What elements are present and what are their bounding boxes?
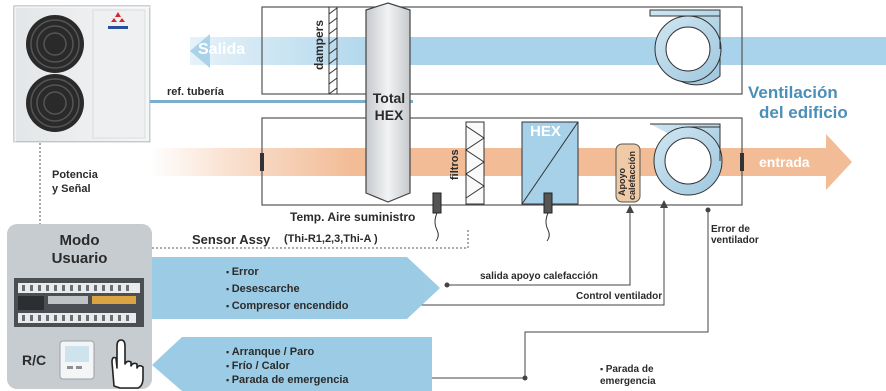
input-item-frio-calor: Frío / Calor — [226, 360, 290, 372]
entrada-label: entrada — [759, 154, 810, 170]
potencia-label-1: Potencia — [52, 169, 98, 181]
temp-sensor-1 — [432, 192, 442, 242]
control-lines — [372, 202, 709, 379]
potencia-label-2: y Señal — [52, 183, 91, 195]
dampers-label: dampers — [312, 19, 326, 70]
input-item-parada: Parada de emergencia — [226, 374, 349, 386]
user-panel-title-1: Modo — [59, 232, 100, 249]
exhaust-arrow-head — [190, 34, 210, 68]
salida-apoyo-label: salida apoyo calefacción — [480, 271, 598, 282]
total-hex-core — [365, 2, 411, 203]
salida-label: Salida — [198, 41, 246, 58]
refrigerant-pipe — [150, 100, 413, 103]
rc-label: R/C — [22, 352, 47, 368]
temp-sensor-2 — [543, 192, 553, 242]
input-item-arranque: Arranque / Paro — [226, 346, 315, 358]
error-ventilador-label-1: Error de — [711, 224, 750, 235]
control-ventilador-label: Control ventilador — [576, 291, 663, 302]
ventilacion-label-2: del edificio — [759, 103, 848, 122]
error-ventilador-label-2: ventilador — [711, 235, 759, 246]
ventilacion-label-1: Ventilación — [748, 83, 838, 102]
remote-controller-icon — [59, 340, 95, 380]
ref-tuberia-label: ref. tubería — [167, 86, 224, 98]
filters — [465, 121, 485, 205]
heater-box — [615, 143, 641, 203]
total-hex-label-2: HEX — [374, 107, 404, 123]
sensor-assy-label: Sensor Assy — [192, 232, 271, 247]
apoyo-label-1: Apoyo — [617, 168, 627, 196]
dampers-hatch — [328, 7, 338, 95]
hand-pointer-icon — [111, 339, 144, 389]
outdoor-unit — [13, 5, 152, 144]
controller-board — [14, 278, 144, 327]
apoyo-label-2: calefacción — [627, 150, 637, 200]
exhaust-airflow — [190, 37, 886, 65]
output-item-error: Error — [226, 266, 259, 278]
output-item-compresor: Compresor encendido — [226, 300, 349, 312]
temp-aire-label: Temp. Aire suministro — [290, 210, 416, 224]
sensor-assy-detail: (Thi-R1,2,3,Thi-A ) — [284, 233, 378, 245]
exhaust-fan-icon — [649, 9, 722, 86]
parada-emergencia-label-1: Parada de — [600, 364, 654, 375]
hex-coil — [521, 121, 579, 205]
input-signals-arrow — [152, 337, 432, 391]
parada-emergencia-label-2: emergencia — [600, 376, 656, 387]
supply-fan-icon — [650, 123, 723, 196]
exhaust-section-box — [261, 6, 743, 95]
signal-dotted-lines — [39, 143, 469, 249]
hex-label: HEX — [530, 123, 561, 140]
filtros-label: filtros — [449, 149, 461, 180]
user-panel-title-2: Usuario — [51, 250, 108, 267]
output-item-desescarche: Desescarche — [226, 283, 300, 295]
supply-airflow — [150, 148, 826, 176]
total-hex-label-1: Total — [372, 90, 406, 106]
supply-arrow-head — [826, 134, 852, 190]
